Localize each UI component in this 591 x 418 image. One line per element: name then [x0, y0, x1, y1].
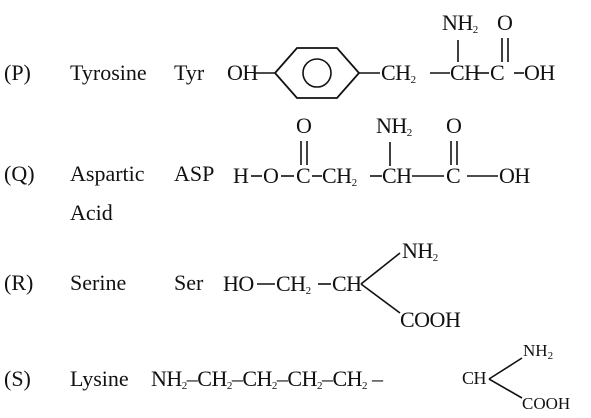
- name-p: Tyrosine: [70, 60, 147, 85]
- q-o: O: [263, 163, 279, 188]
- benzene-ring-circle: [302, 58, 332, 88]
- bond-s-ch-cooh: [488, 378, 523, 399]
- q-nh2: NH2: [376, 113, 412, 139]
- label-s: (S): [4, 366, 31, 391]
- q-h: H: [233, 163, 249, 188]
- p-c: C: [490, 60, 505, 85]
- s-ch: CH: [462, 368, 487, 388]
- q-ch: CH: [382, 163, 412, 188]
- p-ch: CH: [450, 60, 480, 85]
- name-s: Lysine: [70, 366, 129, 391]
- p-nh2: NH2: [442, 10, 478, 36]
- q-oh: OH: [499, 163, 530, 188]
- q-o-top-2: O: [446, 113, 462, 138]
- label-r: (R): [4, 270, 34, 295]
- label-p: (P): [4, 60, 31, 85]
- label-q: (Q): [4, 161, 35, 186]
- s-cooh: COOH: [522, 394, 571, 413]
- p-ch2: CH2: [381, 60, 416, 86]
- s-nh2: NH2: [523, 341, 554, 362]
- name-q-line1: Aspartic: [70, 161, 145, 186]
- abbr-q: ASP: [174, 161, 215, 186]
- name-r: Serine: [70, 270, 127, 295]
- p-oh-right: OH: [524, 60, 555, 85]
- bond-r-ch-nh2: [360, 252, 401, 285]
- s-chain: NH2–CH2–CH2–CH2–CH2 –: [151, 366, 383, 392]
- p-o: O: [497, 10, 513, 35]
- r-ch2: CH2: [276, 271, 311, 297]
- r-nh2: NH2: [402, 238, 438, 264]
- benzene-ring: [273, 47, 361, 99]
- name-q-line2: Acid: [70, 200, 113, 225]
- abbr-p: Tyr: [174, 60, 205, 85]
- q-ch2: CH2: [322, 163, 357, 189]
- bond-s-ch-nh2: [488, 357, 523, 380]
- r-ch: CH: [332, 271, 362, 296]
- q-c1: C: [296, 163, 311, 188]
- q-c2: C: [446, 163, 461, 188]
- p-oh-left: OH: [227, 60, 258, 85]
- r-cooh: COOH: [400, 307, 461, 332]
- r-ho: HO: [223, 271, 254, 296]
- bond-r-ch-cooh: [360, 283, 401, 314]
- q-o-top-1: O: [296, 113, 312, 138]
- abbr-r: Ser: [174, 270, 204, 295]
